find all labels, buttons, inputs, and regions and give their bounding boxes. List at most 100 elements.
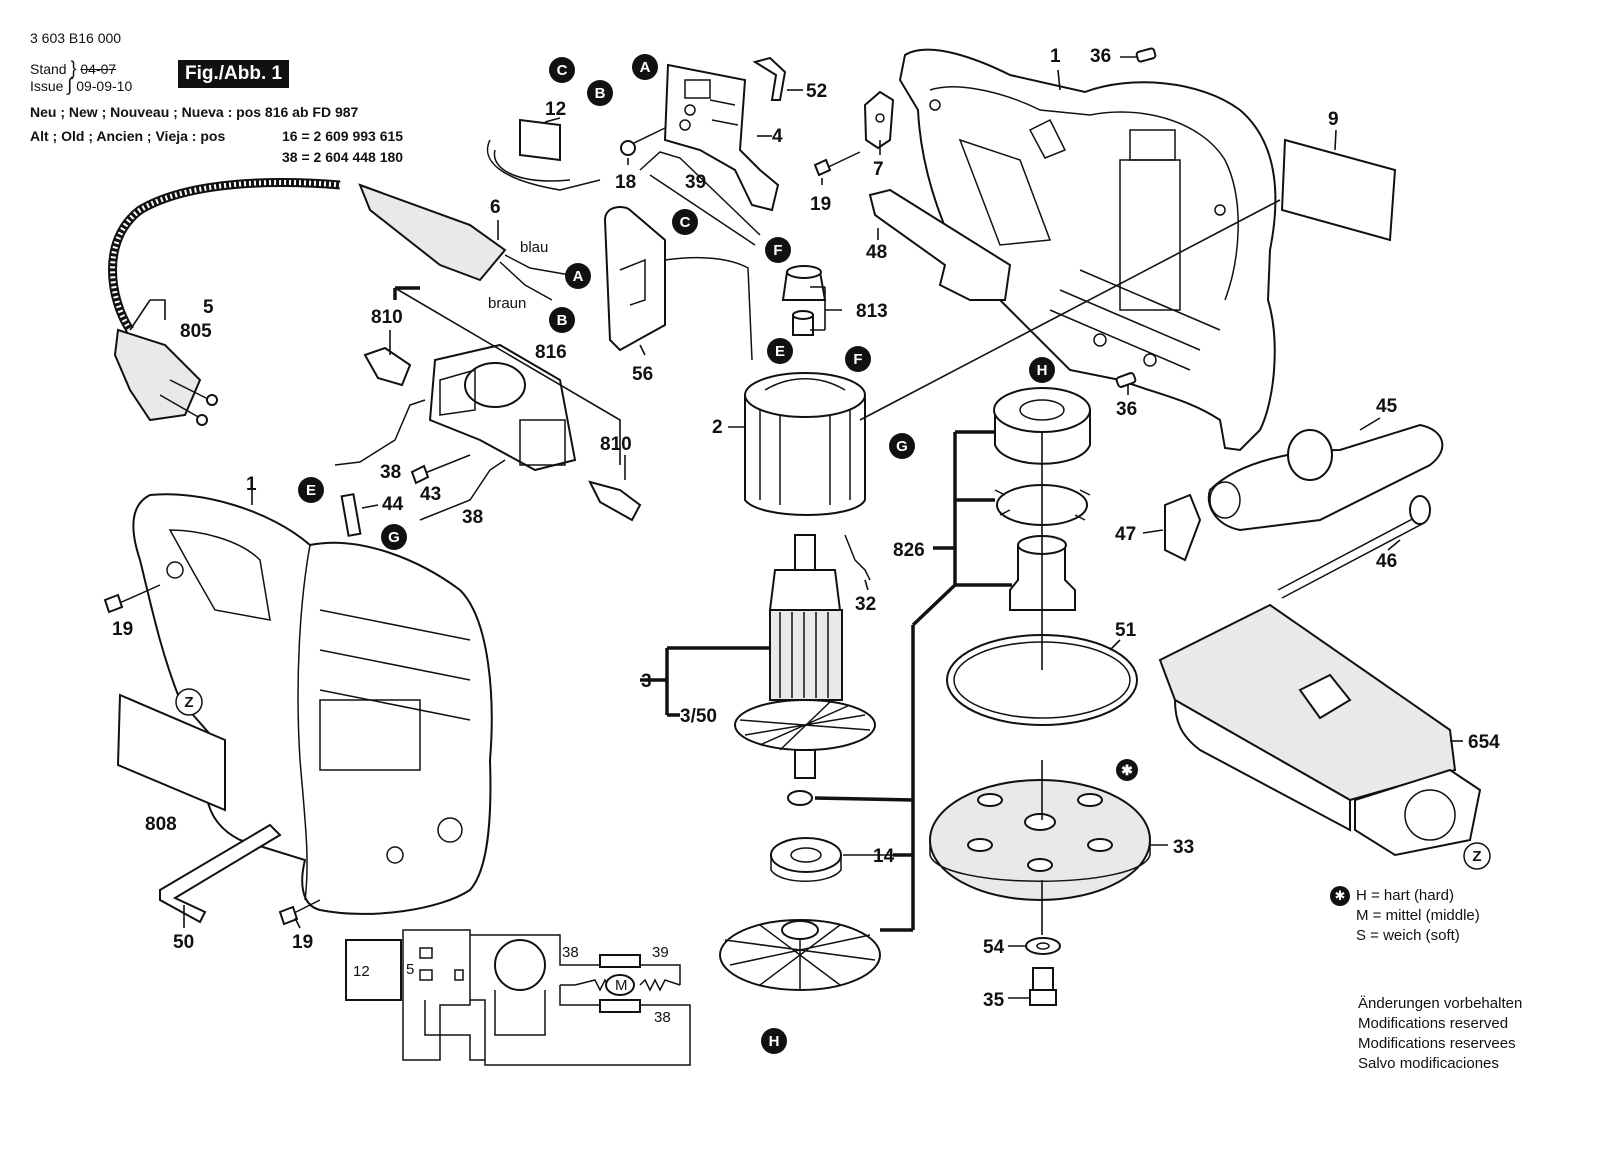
connector-b-2: B [549, 307, 575, 333]
label-part-51: 51 [1115, 620, 1137, 641]
wiring-schematic [345, 929, 691, 1066]
stand-label: Stand [30, 61, 67, 77]
screw-36-top [1135, 47, 1157, 63]
connector-a-1-label: A [640, 59, 651, 76]
leader-lines [129, 56, 1463, 999]
hardness-marker-icon: ✱ [1116, 759, 1138, 781]
connector-h-1-label: H [1037, 362, 1048, 379]
carbon-brush-810-mid [588, 480, 642, 522]
label-part-19-bottom: 19 [292, 932, 313, 953]
legend-medium: M = mittel (middle) [1356, 907, 1480, 924]
connector-b-1-label: B [595, 85, 606, 102]
bearing-813 [781, 265, 827, 336]
capacitor-12 [486, 118, 601, 191]
washer-54 [1025, 937, 1061, 955]
label-part-36-mid: 36 [1116, 399, 1137, 420]
label-part-45: 45 [1376, 396, 1398, 417]
connector-f-1-label: F [773, 242, 782, 259]
issue-date: 09-09-10 [76, 78, 133, 94]
label-part-5: 5 [203, 297, 214, 318]
wiring-motor-label: M [615, 977, 628, 994]
connector-c-2: C [672, 209, 698, 235]
screw-19-top [813, 151, 861, 177]
screw-19-bottom [278, 899, 321, 926]
wire-label-brown: braun [488, 295, 526, 312]
wiring-label-38-bottom: 38 [654, 1009, 671, 1026]
label-808 [116, 693, 226, 812]
armature-3 [734, 534, 876, 779]
label-part-39: 39 [685, 172, 706, 193]
label-part-33: 33 [1173, 837, 1194, 858]
stand-struck-date: 04-07 [80, 61, 117, 77]
label-part-12: 12 [545, 99, 566, 120]
connector-e-1-label: E [775, 343, 785, 360]
label-part-47: 47 [1115, 524, 1136, 545]
connector-z-2-label: Z [1472, 848, 1481, 865]
connector-z-1-label: Z [184, 694, 193, 711]
hex-key-50 [159, 823, 282, 924]
label-part-1-top: 1 [1050, 46, 1061, 67]
label-part-35: 35 [983, 990, 1005, 1011]
label-part-2: 2 [712, 417, 723, 438]
label-part-18: 18 [615, 172, 636, 193]
carbon-brush-810-top [363, 346, 412, 387]
label-part-32: 32 [855, 594, 876, 615]
stand-row: Stand } 04-07 [30, 58, 117, 78]
group-brackets [393, 286, 1012, 932]
modification-notes: Änderungen vorbehalten Modifications res… [1358, 994, 1522, 1074]
hardness-legend: ✱ H = hart (hard) M = mittel (middle) S … [1330, 886, 1480, 946]
hex-key-52 [752, 56, 787, 101]
wire-label-blue: blau [520, 239, 548, 256]
connector-g-2: G [381, 524, 407, 550]
label-part-808: 808 [145, 814, 177, 835]
legend-soft: S = weich (soft) [1356, 927, 1460, 944]
label-part-19-left: 19 [112, 619, 133, 640]
connector-h-2: H [761, 1028, 787, 1054]
part-44 [340, 493, 362, 537]
plug-5 [113, 328, 218, 426]
label-part-654: 654 [1468, 732, 1500, 753]
lead-38-b [419, 459, 506, 521]
wiring-label-38-top: 38 [562, 944, 579, 961]
connector-h-2-label: H [769, 1033, 780, 1050]
label-part-36-top: 36 [1090, 46, 1111, 67]
switch-4 [663, 63, 780, 212]
screw-36-mid [1115, 372, 1137, 388]
fan [719, 919, 881, 991]
connector-a-1: A [632, 54, 658, 80]
note-german: Änderungen vorbehalten [1358, 995, 1523, 1012]
label-part-50: 50 [173, 932, 194, 953]
document-number: 3 603 B16 000 [30, 30, 122, 46]
connector-g-2-label: G [388, 529, 400, 546]
wiring-label-39: 39 [652, 944, 669, 961]
label-part-826: 826 [893, 540, 925, 561]
screw-18 [620, 127, 666, 156]
bolt-46 [1277, 495, 1431, 599]
issue-label: Issue [30, 78, 64, 94]
old-version-line-1: 16 = 2 609 993 615 [282, 128, 404, 144]
legend-marker-icon: ✱ [1330, 886, 1350, 906]
old-version-line-2: 38 = 2 604 448 180 [282, 149, 404, 165]
note-french: Modifications reservees [1358, 1035, 1516, 1052]
label-part-52: 52 [806, 81, 827, 102]
connector-b-1: B [587, 80, 613, 106]
label-part-810-top: 810 [371, 307, 403, 328]
connector-e-2: E [298, 477, 324, 503]
label-part-1-left: 1 [246, 474, 257, 495]
figure-label: Fig./Abb. 1 [178, 60, 290, 88]
old-version-prefix: Alt ; Old ; Ancien ; Vieja : pos [30, 128, 226, 144]
connector-e-2-label: E [306, 482, 316, 499]
label-part-48: 48 [866, 242, 887, 263]
knob-47 [1164, 493, 1202, 562]
connector-a-2-label: A [573, 268, 584, 285]
hardness-marker-glyph: ✱ [1121, 762, 1133, 778]
connector-e-1: E [767, 338, 793, 364]
connector-c-2-label: C [680, 214, 691, 231]
power-cord-6 [108, 178, 571, 333]
label-part-4: 4 [772, 126, 783, 147]
label-part-7: 7 [873, 159, 884, 180]
screw-43 [410, 454, 471, 485]
label-part-44: 44 [382, 494, 404, 515]
connector-f-1: F [765, 237, 791, 263]
